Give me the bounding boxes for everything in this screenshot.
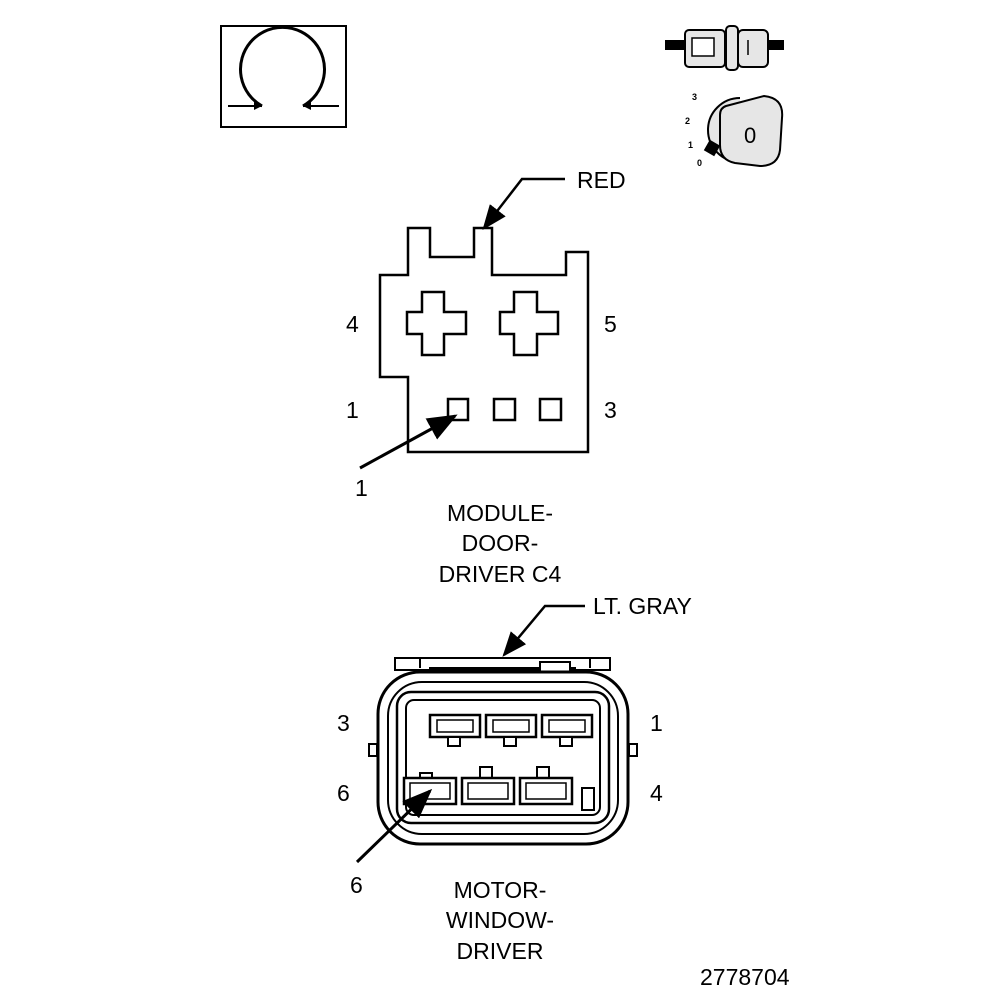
connector-c4-housing [378,226,590,454]
c4-pin-label-3: 3 [604,397,617,423]
connector-c4-name-line-3: DRIVER C4 [439,561,562,587]
figure-number: 2778704 [700,964,790,990]
ignition-position-1: 1 [688,140,693,150]
motor-pin-label-3: 3 [337,710,350,736]
connector-disconnect-icon [665,25,784,71]
motor-pin6-callout-label: 6 [350,872,363,898]
motor-pin6-callout-arrow [355,788,433,864]
c4-pin-label-4: 4 [346,311,359,337]
module-door-driver-c4-connector [378,226,590,454]
connector-c4-name-line-2: DOOR- [462,530,539,556]
ignition-key-off-icon: 3 2 1 0 0 [685,92,784,168]
red-callout-leader [482,177,565,230]
connector-c4-color-label: RED [577,167,626,193]
ignition-position-0: 0 [697,158,702,168]
motor-pin-label-6: 6 [337,780,350,806]
connector-motor-name-line-2: WINDOW- [446,907,554,933]
ignition-position-3: 3 [692,92,697,102]
cavity-2 [492,397,517,422]
cavity-5 [498,290,560,357]
c4-pin-label-5: 5 [604,311,617,337]
ignition-position-2: 2 [685,116,690,126]
cavity-4 [405,290,468,357]
motor-pin-label-1: 1 [650,710,663,736]
connector-motor-name-line-3: DRIVER [457,938,544,964]
connector-c4-name-line-1: MODULE- [447,500,553,526]
connector-motor-name-line-1: MOTOR- [454,877,547,903]
motor-cavity-5 [460,776,516,806]
motor-window-driver-connector [368,657,638,846]
cavity-3 [538,397,563,422]
ohm-symbol-icon [220,25,347,128]
ignition-key-label: 0 [744,123,756,148]
connector-motor-color-label: LT. GRAY [593,593,692,619]
c4-pin-label-1: 1 [346,397,359,423]
c4-pin1-callout-label: 1 [355,475,368,501]
motor-cavity-4 [518,776,574,806]
lt-gray-callout-leader [502,604,585,657]
c4-pin1-callout-arrow [359,414,458,470]
motor-pin-label-4: 4 [650,780,663,806]
